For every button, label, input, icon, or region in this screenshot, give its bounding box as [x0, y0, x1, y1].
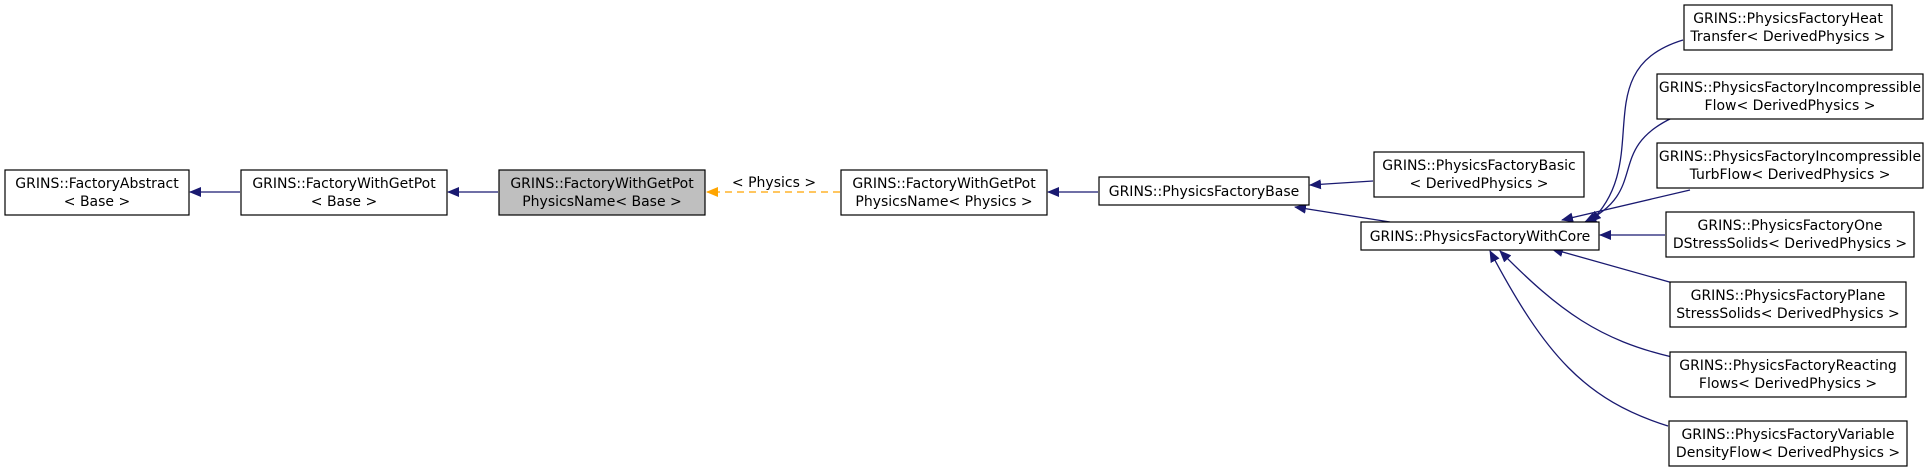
edge-variabledensityflow-to-withcore [1489, 250, 1669, 427]
edge-basic-to-factorybase [1309, 179, 1374, 190]
node-label-line2: StressSolids< DerivedPhysics > [1676, 306, 1899, 322]
node-physics-factory-incompressible-flow[interactable]: GRINS::PhysicsFactoryIncompressible Flow… [1656, 73, 1924, 120]
edge-withcore-to-factorybase [1294, 203, 1391, 223]
node-factory-with-getpot[interactable]: GRINS::FactoryWithGetPot < Base > [240, 169, 448, 216]
edge-reactingflows-to-withcore [1499, 250, 1673, 358]
node-label-line2: < Base > [311, 194, 377, 210]
node-factory-abstract[interactable]: GRINS::FactoryAbstract < Base > [4, 169, 190, 216]
nodes: GRINS::FactoryAbstract < Base > GRINS::F… [4, 4, 1924, 467]
node-label-line2: PhysicsName< Physics > [855, 194, 1032, 210]
node-label-line1: GRINS::PhysicsFactoryWithCore [1370, 229, 1591, 245]
node-label-line1: GRINS::PhysicsFactoryOne [1698, 218, 1883, 234]
node-label-line2: TurbFlow< DerivedPhysics > [1689, 167, 1891, 183]
node-label-line2: Flow< DerivedPhysics > [1705, 98, 1876, 114]
node-label-line1: GRINS::PhysicsFactoryReacting [1679, 358, 1897, 374]
node-physics-factory-base[interactable]: GRINS::PhysicsFactoryBase [1098, 176, 1310, 206]
node-physics-factory-incompressible-turb-flow[interactable]: GRINS::PhysicsFactoryIncompressible Turb… [1656, 142, 1924, 189]
node-physics-factory-reacting-flows[interactable]: GRINS::PhysicsFactoryReacting Flows< Der… [1669, 351, 1907, 398]
edge-incompressibleturbflow-to-withcore [1561, 189, 1691, 223]
node-factory-with-getpot-physics-name-base[interactable]: GRINS::FactoryWithGetPot PhysicsName< Ba… [498, 169, 706, 216]
edges: < Physics > [189, 39, 1691, 427]
node-label-line2: < DerivedPhysics > [1410, 176, 1549, 192]
node-physics-factory-plane-stress-solids[interactable]: GRINS::PhysicsFactoryPlane StressSolids<… [1669, 281, 1907, 328]
node-label-line1: GRINS::FactoryAbstract [15, 176, 179, 192]
node-factory-with-getpot-physics-name-physics[interactable]: GRINS::FactoryWithGetPot PhysicsName< Ph… [840, 169, 1048, 216]
node-label-line1: GRINS::FactoryWithGetPot [252, 176, 436, 192]
node-label-line2: DensityFlow< DerivedPhysics > [1676, 445, 1900, 461]
template-edge-label: < Physics > [732, 175, 816, 191]
node-label-line2: < Base > [64, 194, 130, 210]
node-label-line1: GRINS::PhysicsFactoryVariable [1681, 427, 1894, 443]
node-label-line1: GRINS::PhysicsFactoryPlane [1691, 288, 1886, 304]
node-label-line1: GRINS::PhysicsFactoryBase [1109, 184, 1300, 200]
node-physics-factory-basic[interactable]: GRINS::PhysicsFactoryBasic < DerivedPhys… [1373, 151, 1585, 198]
edge-heattransfer-to-withcore [1589, 39, 1684, 223]
node-physics-factory-one-d-stress-solids[interactable]: GRINS::PhysicsFactoryOne DStressSolids< … [1665, 211, 1915, 258]
node-label-line2: Transfer< DerivedPhysics > [1689, 29, 1885, 45]
node-label-line1: GRINS::FactoryWithGetPot [510, 176, 694, 192]
node-physics-factory-with-core[interactable]: GRINS::PhysicsFactoryWithCore [1360, 221, 1600, 251]
node-label-line1: GRINS::FactoryWithGetPot [852, 176, 1036, 192]
node-label-line1: GRINS::PhysicsFactoryBasic [1382, 158, 1575, 174]
node-label-line1: GRINS::PhysicsFactoryIncompressible [1659, 149, 1921, 165]
node-label-line2: DStressSolids< DerivedPhysics > [1673, 236, 1907, 252]
node-label-line1: GRINS::PhysicsFactoryIncompressible [1659, 80, 1921, 96]
node-label-line1: GRINS::PhysicsFactoryHeat [1693, 11, 1883, 27]
node-label-line2: PhysicsName< Base > [522, 194, 682, 210]
node-physics-factory-heat-transfer[interactable]: GRINS::PhysicsFactoryHeat Transfer< Deri… [1683, 4, 1893, 51]
node-label-line2: Flows< DerivedPhysics > [1699, 376, 1877, 392]
edge-planestresssolids-to-withcore [1551, 247, 1681, 286]
node-physics-factory-variable-density-flow[interactable]: GRINS::PhysicsFactoryVariable DensityFlo… [1668, 420, 1908, 467]
